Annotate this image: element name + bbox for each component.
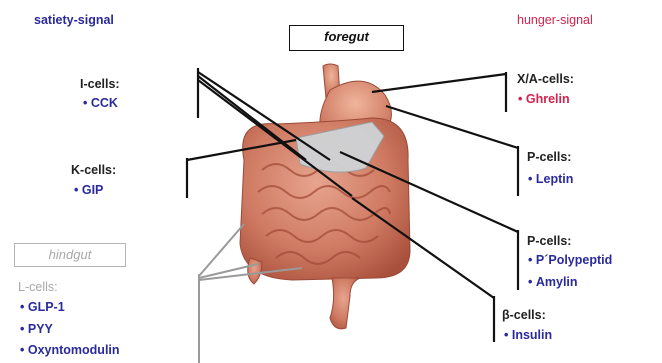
i-cells-hormone: CCK (83, 96, 118, 111)
beta-cells-label: β-cells: (502, 308, 546, 323)
beta-cells-hormone: Insulin (504, 328, 552, 343)
k-cells-label: K-cells: (71, 163, 116, 178)
p-cells-leptin-hormone: Leptin (528, 172, 573, 187)
p-cells-pp-hormone-amylin: Amylin (528, 275, 578, 290)
l-cells-hormone-glp1: GLP-1 (20, 300, 65, 315)
l-cells-label: L-cells: (18, 280, 58, 295)
xa-cells-hormone: Ghrelin (518, 92, 570, 107)
p-cells-leptin-label: P-cells: (527, 150, 571, 165)
p-cells-pp-label: P-cells: (527, 234, 571, 249)
hindgut-box: hindgut (14, 243, 126, 267)
hunger-signal-label: hunger-signal (517, 13, 593, 28)
k-cells-hormone: GIP (74, 183, 103, 198)
l-cells-hormone-oxyntomodulin: Oxyntomodulin (20, 343, 120, 358)
foregut-box: foregut (289, 25, 404, 51)
xa-cells-label: X/A-cells: (517, 72, 574, 87)
l-cells-hormone-pyy: PYY (20, 322, 53, 337)
p-cells-pp-hormone-polypeptide: P´Polypeptid (528, 253, 612, 268)
i-cells-label: I-cells: (80, 77, 120, 92)
satiety-signal-label: satiety-signal (34, 13, 114, 28)
